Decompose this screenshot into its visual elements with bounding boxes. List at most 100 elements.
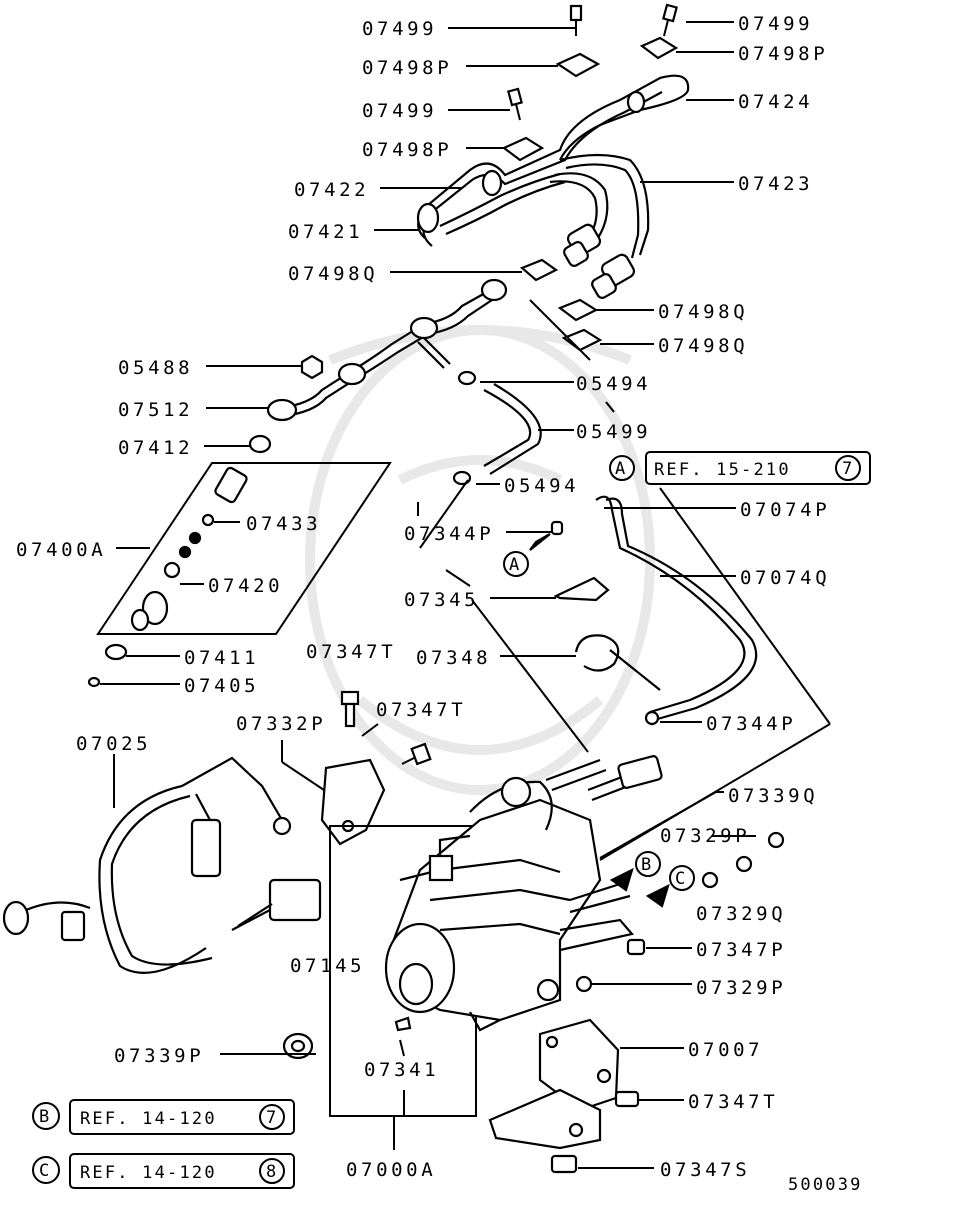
label-07499-a: 07499	[362, 18, 437, 40]
label-07000a: 07000A	[346, 1159, 436, 1181]
label-07347t-a: 07347T	[306, 641, 396, 663]
bolt-07344p	[550, 520, 564, 536]
label-07433: 07433	[246, 513, 321, 535]
label-05494-b: 05494	[504, 475, 579, 497]
ref-b-arrow-marker: B	[635, 851, 661, 877]
label-07498p-b: 07498P	[738, 43, 828, 65]
ref-arrow-a	[529, 533, 551, 551]
label-07344p-a: 07344P	[404, 523, 494, 545]
label-07347p: 07347P	[696, 939, 786, 961]
ref-c-callout[interactable]: C REF. 14-120 8	[32, 1153, 295, 1189]
label-07498q-b: 07498Q	[658, 301, 748, 323]
ref-arrow-c	[645, 883, 670, 908]
ref-a-arrow-marker: A	[503, 551, 529, 577]
washer-07411	[104, 643, 128, 661]
drawing-number: 500039	[788, 1175, 863, 1195]
label-07411: 07411	[184, 647, 259, 669]
bolt-07499-a	[569, 4, 583, 22]
leak-off-pipe	[266, 278, 508, 422]
bolt-07499-c	[507, 87, 523, 107]
label-07344p-b: 07344P	[706, 713, 796, 735]
clip-07348	[574, 634, 661, 691]
label-07347t-c: 07347T	[688, 1091, 778, 1113]
label-05494-a: 05494	[576, 373, 651, 395]
nut-07329p-a	[701, 871, 719, 889]
nozzle-holder-box	[87, 434, 392, 688]
label-07498p-c: 07498P	[362, 139, 452, 161]
ref-c-number: 8	[266, 1162, 276, 1182]
ref-c-arrow-letter: C	[675, 869, 685, 889]
ref-a-number: 7	[842, 459, 852, 479]
clamp-07498p-b	[639, 36, 679, 60]
label-07074q: 07074Q	[740, 567, 830, 589]
label-07423: 07423	[738, 173, 813, 195]
bolt-07347t-c	[614, 1090, 640, 1108]
label-07348: 07348	[416, 647, 491, 669]
part-labels: 07499 07499 07498P 07498P 07499 07424 07…	[16, 13, 830, 1181]
clamp-07498q-a	[519, 258, 559, 282]
label-07498q-a: 07498Q	[288, 263, 378, 285]
label-07074p: 07074P	[740, 499, 830, 521]
clamp-07498q-b	[557, 298, 599, 322]
ref-c-arrow-marker: C	[669, 865, 695, 891]
overflow-hose	[595, 495, 758, 726]
label-07412: 07412	[118, 437, 193, 459]
bolt-07347p	[626, 938, 646, 956]
nut-07339q	[767, 831, 785, 849]
ref-b-callout[interactable]: B REF. 14-120 7	[32, 1099, 295, 1135]
label-07347s: 07347S	[660, 1159, 750, 1181]
label-07025: 07025	[76, 733, 151, 755]
leader-lines	[100, 21, 831, 1169]
bracket-07345	[553, 576, 610, 602]
label-07332p: 07332P	[236, 713, 326, 735]
bracket-07332p	[320, 690, 432, 846]
ref-b-letter: B	[39, 1107, 49, 1127]
label-07329p-a: 07329P	[660, 825, 750, 847]
gasket-07412	[248, 434, 272, 454]
pipe-nut-2	[591, 253, 636, 299]
label-07420: 07420	[208, 575, 283, 597]
ref-arrow-b	[609, 867, 634, 892]
label-07400a: 07400A	[16, 539, 106, 561]
ref-c-letter: C	[39, 1161, 49, 1181]
ref-a-arrow-letter: A	[509, 555, 519, 575]
label-07422: 07422	[294, 179, 369, 201]
key-07341	[394, 1016, 412, 1032]
label-05499: 05499	[576, 421, 651, 443]
bolt-07499-b	[662, 3, 678, 23]
label-07405: 07405	[184, 675, 259, 697]
ref-a-letter: A	[615, 459, 625, 479]
ref-a-callout[interactable]: A REF. 15-210 7	[609, 451, 871, 485]
label-07498p-a: 07498P	[362, 57, 452, 79]
label-07339p: 07339P	[114, 1045, 204, 1067]
ref-b-text: REF. 14-120	[80, 1109, 217, 1129]
ref-b-arrow-letter: B	[641, 855, 651, 875]
washer-07405	[87, 676, 101, 688]
label-05488: 05488	[118, 357, 193, 379]
ref-b-number: 7	[266, 1108, 276, 1128]
injection-pipe-assembly	[416, 3, 690, 361]
ref-a-text: REF. 15-210	[654, 460, 791, 480]
label-07345: 07345	[404, 589, 479, 611]
clamp-07498p-c	[501, 136, 545, 162]
label-07329p-b: 07329P	[696, 977, 786, 999]
label-07339q: 07339Q	[728, 785, 818, 807]
label-07424: 07424	[738, 91, 813, 113]
washer-07329q	[735, 855, 753, 873]
label-07341: 07341	[364, 1059, 439, 1081]
clamp-07498p-a	[555, 52, 601, 78]
sensor-harness-07025	[2, 756, 322, 974]
watermark-emblem	[305, 325, 655, 795]
ref-c-text: REF. 14-120	[80, 1163, 217, 1183]
label-07499-b: 07499	[738, 13, 813, 35]
nut-07329p-b	[575, 975, 593, 993]
fuel-return-hose	[452, 370, 542, 486]
label-07512: 07512	[118, 399, 193, 421]
label-07145: 07145	[290, 955, 365, 977]
nut-05488	[300, 354, 324, 380]
pump-bracket-07007	[488, 1018, 640, 1174]
bolt-07347s	[550, 1154, 578, 1174]
label-07007: 07007	[688, 1039, 763, 1061]
